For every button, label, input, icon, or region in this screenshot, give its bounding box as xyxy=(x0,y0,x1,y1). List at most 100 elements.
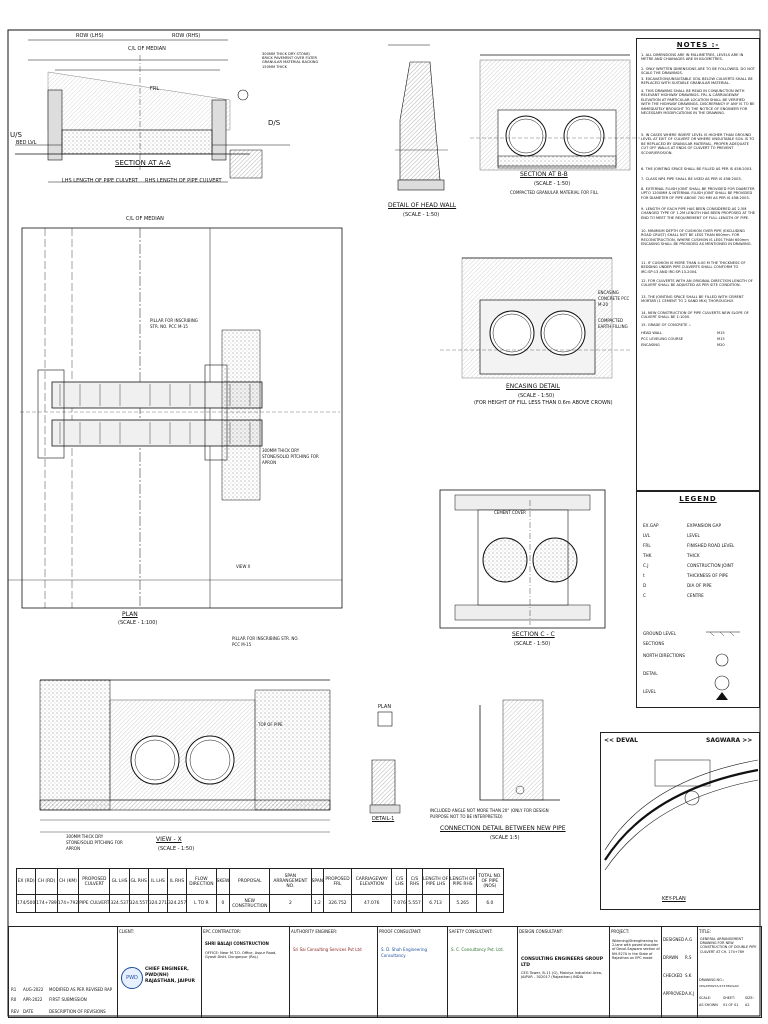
legend-meaning: LEVEL xyxy=(687,533,700,538)
title-label: TITLE: xyxy=(699,929,712,934)
head-wall-title: DETAIL OF HEAD WALL xyxy=(388,202,457,209)
legend-symbols xyxy=(706,631,740,700)
view-x-title: VIEW - X xyxy=(156,836,182,843)
schedule-header: PROPOSED CULVERT xyxy=(78,868,111,895)
sheet-value: 01 OF 01 xyxy=(723,1003,739,1007)
schedule-cell: NEW CONSTRUCTION xyxy=(229,894,271,913)
note-item: 9. LENGTH OF EACH PIPE HAS BEEN CONSIDER… xyxy=(641,207,756,220)
legend-abbr: LVL xyxy=(643,533,651,538)
bed-level-label: BED LVL xyxy=(16,140,37,146)
detail-plan-title: PLAN xyxy=(378,704,392,710)
plan-pillar-note: PILLAR FOR INSCRIBING STR. NO. PCC M-15 xyxy=(150,318,198,329)
legend-title: LEGEND xyxy=(679,495,717,503)
revision-header: REV xyxy=(11,1009,20,1014)
connection-title: CONNECTION DETAIL BETWEEN NEW PIPE xyxy=(440,825,566,832)
schedule-cell: 324.271 xyxy=(147,894,168,913)
schedule-header: IL RHS xyxy=(166,868,188,895)
authority-name: Sri Sai Consulting Services Pvt Ltd xyxy=(293,947,362,952)
note-item: 3. EXCAVATION/UNSUITABLE SOIL BELOW CULV… xyxy=(641,77,753,86)
key-deval-label: << DEVAL xyxy=(604,737,638,744)
schedule-header: PROPOSED FRL xyxy=(323,868,352,895)
title-block: R1 AUG-2022 MODIFIED AS PER REVISED RAP … xyxy=(8,926,762,1018)
revision-rev: R1 xyxy=(11,987,17,992)
grade-item: ENCASING xyxy=(641,343,660,347)
schedule-header: CH (KM) xyxy=(56,868,80,895)
cl-median-label-2: C/L OF MEDIAN xyxy=(126,216,164,222)
client-block: CLIENT: PWD CHIEF ENGINEER, PWD(NH) RAJA… xyxy=(117,927,202,1017)
revision-block: R1 AUG-2022 MODIFIED AS PER REVISED RAP … xyxy=(9,927,118,1017)
schedule-header: PROPOSAL xyxy=(229,868,271,895)
schedule-header: LENGTH OF PIPE LHS xyxy=(421,868,450,895)
schedule-cell: 174+789 xyxy=(35,894,58,913)
schedule-cell: 47.076 xyxy=(350,894,393,913)
legend-meaning: EXPANSION GAP xyxy=(687,523,722,528)
schedule-cell: 174/500 xyxy=(15,894,37,913)
legend-meaning: THICKNESS OF PIPE xyxy=(687,573,729,578)
note-item: 11. IF CUSHION IS MORE THAN 4.00 M THE T… xyxy=(641,261,746,274)
drawing-no-label: DRAWING NO.: xyxy=(699,978,724,982)
schedule-header: FLOW DIRECTION xyxy=(186,868,217,895)
section-aa-title: SECTION AT A-A xyxy=(115,159,171,167)
title-info-block: TITLE: GENERAL ARRANGEMENT DRAWING FOR N… xyxy=(697,927,761,1017)
design-name: CONSULTING ENGINEERS GROUP LTD xyxy=(521,957,604,968)
schedule-header: SPAN ARRANGEMENT NO. xyxy=(269,868,312,895)
cl-median-label: C/L OF MEDIAN xyxy=(128,46,166,52)
project-label: PROJECT: xyxy=(611,929,630,934)
client-name: CHIEF ENGINEER, PWD(NH) RAJASTHAN, JAIPU… xyxy=(145,967,195,984)
compacted-fill-label: COMPACTED EARTH FILLING xyxy=(598,318,628,329)
schedule-cell: 5.265 xyxy=(448,894,477,913)
detail1-title: DETAIL-1 xyxy=(372,816,395,822)
scale-label: SCALE: xyxy=(699,996,712,1000)
role-label: DESIGNED xyxy=(663,937,685,942)
key-plan-drawing xyxy=(604,759,759,871)
note-item: 1. ALL DIMENSIONS ARE IN MILLIMETRES, LE… xyxy=(641,53,744,62)
schedule-cell: 0 xyxy=(215,894,231,913)
key-sagwara-label: SAGWARA >> xyxy=(706,737,753,744)
notes-title: NOTES :- xyxy=(676,41,720,49)
schedule-header: CARRIAGEWAY ELEVATION xyxy=(350,868,393,895)
top-of-pipe-label: TOP OF PIPE xyxy=(258,722,283,727)
grade-value: M15 xyxy=(717,337,725,341)
dry-stone-note: 300MM THICK DRY STONE/ BRICK PAVEMENT OV… xyxy=(262,52,319,69)
proof-label: PROOF CONSULTANT: xyxy=(379,929,422,934)
section-cc-scale: (SCALE - 1:50) xyxy=(514,641,551,647)
legend-symbol-label: LEVEL xyxy=(643,689,656,694)
drawing-title: GENERAL ARRANGEMENT DRAWING FOR NEW CONS… xyxy=(700,937,757,954)
legend-abbr: C.J xyxy=(643,563,649,568)
revision-desc: MODIFIED AS PER REVISED RAP xyxy=(49,987,113,992)
schedule-header: C/S LHS xyxy=(391,868,408,895)
schedule-cell: 324.257 xyxy=(166,894,188,913)
section-bb-title: SECTION AT B-B xyxy=(520,171,568,178)
view-x-scale: (SCALE - 1:50) xyxy=(158,846,195,852)
grade-value: M20 xyxy=(717,343,725,347)
legend-abbr: THK xyxy=(643,553,652,558)
legend-meaning: CENTRE xyxy=(687,593,704,598)
schedule-header: SKEW xyxy=(215,868,231,895)
section-cc-drawing xyxy=(439,489,606,629)
key-plan-panel xyxy=(600,732,760,910)
detail1-drawing xyxy=(369,711,401,814)
notes-panel: NOTES :- 1. ALL DIMENSIONS ARE IN MILLIM… xyxy=(636,38,760,492)
legend-meaning: THICK xyxy=(687,553,700,558)
legend-symbol-label: GROUND LEVEL xyxy=(643,631,677,636)
epc-address: OFFICE: Near M.T.O. Office, Aspur Road, … xyxy=(205,951,277,960)
note-item: 12. FOR CULVERTS WITH AN ORIGINAL DIRECT… xyxy=(641,279,753,288)
row-right-label: ROW (RHS) xyxy=(172,33,201,39)
legend-abbr: C xyxy=(643,593,646,598)
note-item: 6. THE JOINTING SPACE SHALL BE FILLED AS… xyxy=(641,167,753,171)
encasing-title: ENCASING DETAIL xyxy=(506,383,561,390)
note-item: 4. THIS DRAWING SHALL BE READ IN CONJUNC… xyxy=(641,89,755,116)
connection-detail-drawing xyxy=(479,699,560,801)
encasing-scale: (SCALE - 1:50) xyxy=(518,393,555,399)
revision-date: APR-2022 xyxy=(23,997,43,1002)
schedule-cell: 5.557 xyxy=(406,894,423,913)
client-label: CLIENT: xyxy=(119,929,135,934)
note-item: 10. MINIMUM DEPTH OF CUSHION OVER PIPE (… xyxy=(641,229,752,247)
legend-abbr: D xyxy=(643,583,647,588)
schedule-header: IL LHS xyxy=(147,868,168,895)
ds-label: D/S xyxy=(268,119,281,127)
section-bb-drawing xyxy=(470,54,640,171)
schedule-cell: 1.2 xyxy=(310,894,325,913)
view-x-apron-note: 300MM THICK DRY STONE/SOLID PITCHING FOR… xyxy=(66,834,123,851)
